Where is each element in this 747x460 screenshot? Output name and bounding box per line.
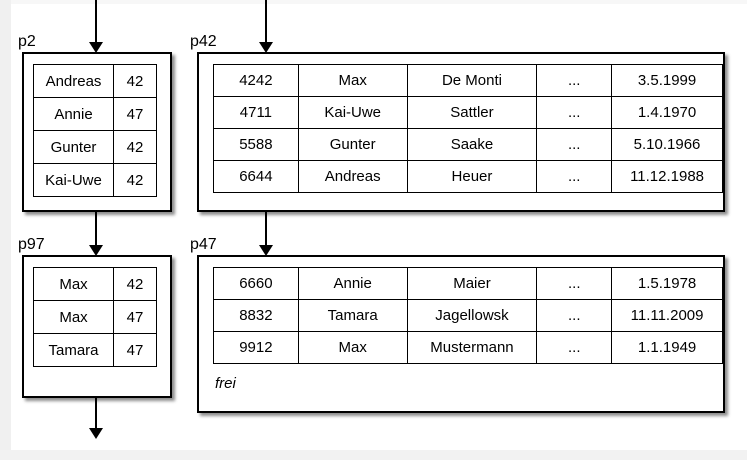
cell-date: 5.10.1966	[611, 128, 723, 161]
data-table-p42: 4242 Max De Monti ... 3.5.1999 4711 Kai-…	[213, 64, 723, 193]
canvas-left-gutter	[0, 0, 11, 460]
cell-pointer: 42	[113, 267, 157, 301]
page-label-p47: p47	[190, 236, 217, 253]
cell-firstname: Max	[297, 64, 408, 97]
cell-lastname: De Monti	[406, 64, 538, 97]
data-table-p47: 6660 Annie Maier ... 1.5.1978 8832 Tamar…	[213, 267, 723, 364]
cell-pointer: 42	[113, 130, 157, 164]
table-row: 6660 Annie Maier ... 1.5.1978	[213, 267, 723, 300]
cell-more: ...	[536, 331, 613, 364]
cell-key: Tamara	[33, 333, 114, 367]
cell-key: Max	[33, 267, 114, 301]
cell-date: 11.11.2009	[611, 299, 723, 332]
cell-date: 1.5.1978	[611, 267, 723, 300]
table-row: 4711 Kai-Uwe Sattler ... 1.4.1970	[213, 96, 723, 129]
cell-firstname: Andreas	[297, 160, 408, 193]
cell-key: Andreas	[33, 64, 114, 98]
free-space-label: frei	[215, 375, 236, 392]
cell-pointer: 42	[113, 64, 157, 98]
cell-more: ...	[536, 128, 613, 161]
cell-more: ...	[536, 64, 613, 97]
page-box-p97[interactable]: Max 42 Max 47 Tamara 47	[22, 255, 172, 398]
cell-id: 8832	[213, 299, 299, 332]
cell-more: ...	[536, 96, 613, 129]
cell-pointer: 47	[113, 97, 157, 131]
table-row: Kai-Uwe 42	[33, 163, 157, 197]
arrow-into-p2	[88, 0, 104, 53]
cell-date: 1.4.1970	[611, 96, 723, 129]
table-row: Max 42	[33, 267, 157, 301]
page-box-p47[interactable]: 6660 Annie Maier ... 1.5.1978 8832 Tamar…	[197, 255, 725, 413]
cell-id: 6660	[213, 267, 299, 300]
table-row: Annie 47	[33, 97, 157, 131]
cell-date: 3.5.1999	[611, 64, 723, 97]
arrow-into-p42	[258, 0, 274, 53]
index-table-p2: Andreas 42 Annie 47 Gunter 42 Kai-Uwe 42	[33, 64, 157, 197]
page-box-p42[interactable]: 4242 Max De Monti ... 3.5.1999 4711 Kai-…	[197, 52, 725, 212]
cell-lastname: Heuer	[406, 160, 538, 193]
table-row: 5588 Gunter Saake ... 5.10.1966	[213, 128, 723, 161]
table-row: 9912 Max Mustermann ... 1.1.1949	[213, 331, 723, 364]
page-box-p2[interactable]: Andreas 42 Annie 47 Gunter 42 Kai-Uwe 42	[22, 52, 172, 212]
cell-more: ...	[536, 267, 613, 300]
table-row: 6644 Andreas Heuer ... 11.12.1988	[213, 160, 723, 193]
cell-date: 1.1.1949	[611, 331, 723, 364]
page-label-p42: p42	[190, 33, 217, 50]
cell-more: ...	[536, 160, 613, 193]
page-label-p2: p2	[18, 33, 36, 50]
index-table-p97: Max 42 Max 47 Tamara 47	[33, 267, 157, 367]
table-row: Andreas 42	[33, 64, 157, 98]
cell-key: Gunter	[33, 130, 114, 164]
table-row: 4242 Max De Monti ... 3.5.1999	[213, 64, 723, 97]
cell-lastname: Mustermann	[406, 331, 538, 364]
cell-firstname: Kai-Uwe	[297, 96, 408, 129]
cell-pointer: 47	[113, 333, 157, 367]
cell-id: 4242	[213, 64, 299, 97]
cell-more: ...	[536, 299, 613, 332]
table-row: Tamara 47	[33, 333, 157, 367]
cell-lastname: Sattler	[406, 96, 538, 129]
cell-id: 4711	[213, 96, 299, 129]
arrow-p2-to-p97	[88, 212, 104, 256]
cell-id: 9912	[213, 331, 299, 364]
cell-id: 6644	[213, 160, 299, 193]
cell-key: Annie	[33, 97, 114, 131]
cell-lastname: Maier	[406, 267, 538, 300]
cell-date: 11.12.1988	[611, 160, 723, 193]
cell-pointer: 47	[113, 300, 157, 334]
page-label-p97: p97	[18, 236, 45, 253]
arrow-out-of-p97	[88, 398, 104, 440]
cell-lastname: Jagellowsk	[406, 299, 538, 332]
cell-firstname: Max	[297, 331, 408, 364]
cell-id: 5588	[213, 128, 299, 161]
canvas-top-gutter	[0, 0, 747, 4]
canvas-bottom-gutter	[0, 450, 747, 460]
cell-lastname: Saake	[406, 128, 538, 161]
cell-key: Kai-Uwe	[33, 163, 114, 197]
table-row: 8832 Tamara Jagellowsk ... 11.11.2009	[213, 299, 723, 332]
arrow-p42-to-p47	[258, 212, 274, 256]
cell-pointer: 42	[113, 163, 157, 197]
cell-firstname: Gunter	[297, 128, 408, 161]
table-row: Gunter 42	[33, 130, 157, 164]
cell-key: Max	[33, 300, 114, 334]
table-row: Max 47	[33, 300, 157, 334]
cell-firstname: Tamara	[297, 299, 408, 332]
cell-firstname: Annie	[297, 267, 408, 300]
